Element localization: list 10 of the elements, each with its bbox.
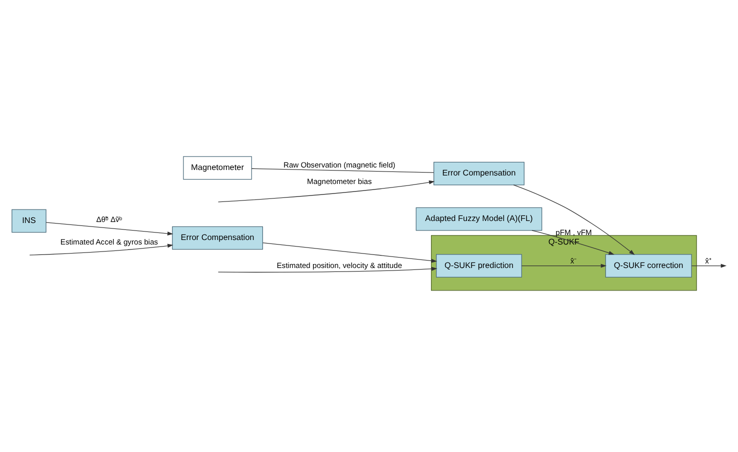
arrow bbox=[29, 244, 174, 256]
connector bbox=[251, 168, 434, 173]
arrow bbox=[521, 264, 606, 268]
arrow bbox=[513, 184, 635, 255]
arrow bbox=[218, 180, 435, 202]
arrow bbox=[691, 264, 727, 268]
arrow bbox=[262, 242, 438, 263]
arrow bbox=[46, 222, 174, 236]
arrow bbox=[218, 266, 438, 273]
arrow bbox=[532, 230, 614, 255]
